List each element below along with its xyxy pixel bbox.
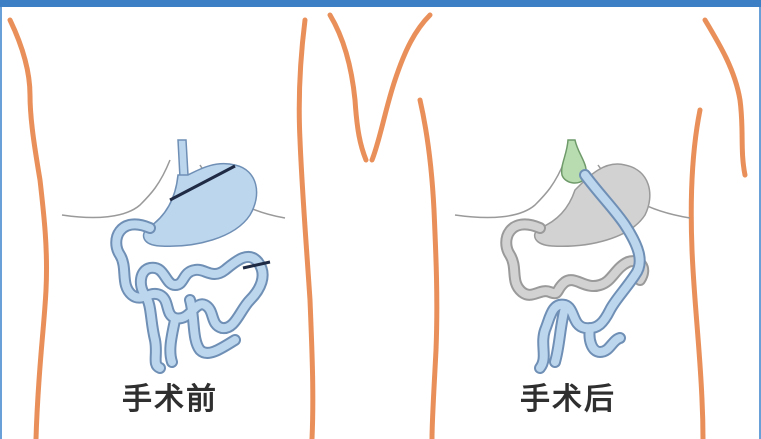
before-stomach — [144, 164, 257, 247]
before-esophagus — [178, 140, 188, 178]
before-surgery-caption: 手术前 — [122, 374, 218, 418]
before-small-intestine — [116, 224, 262, 368]
after-surgery-caption: 手术后 — [520, 374, 616, 418]
